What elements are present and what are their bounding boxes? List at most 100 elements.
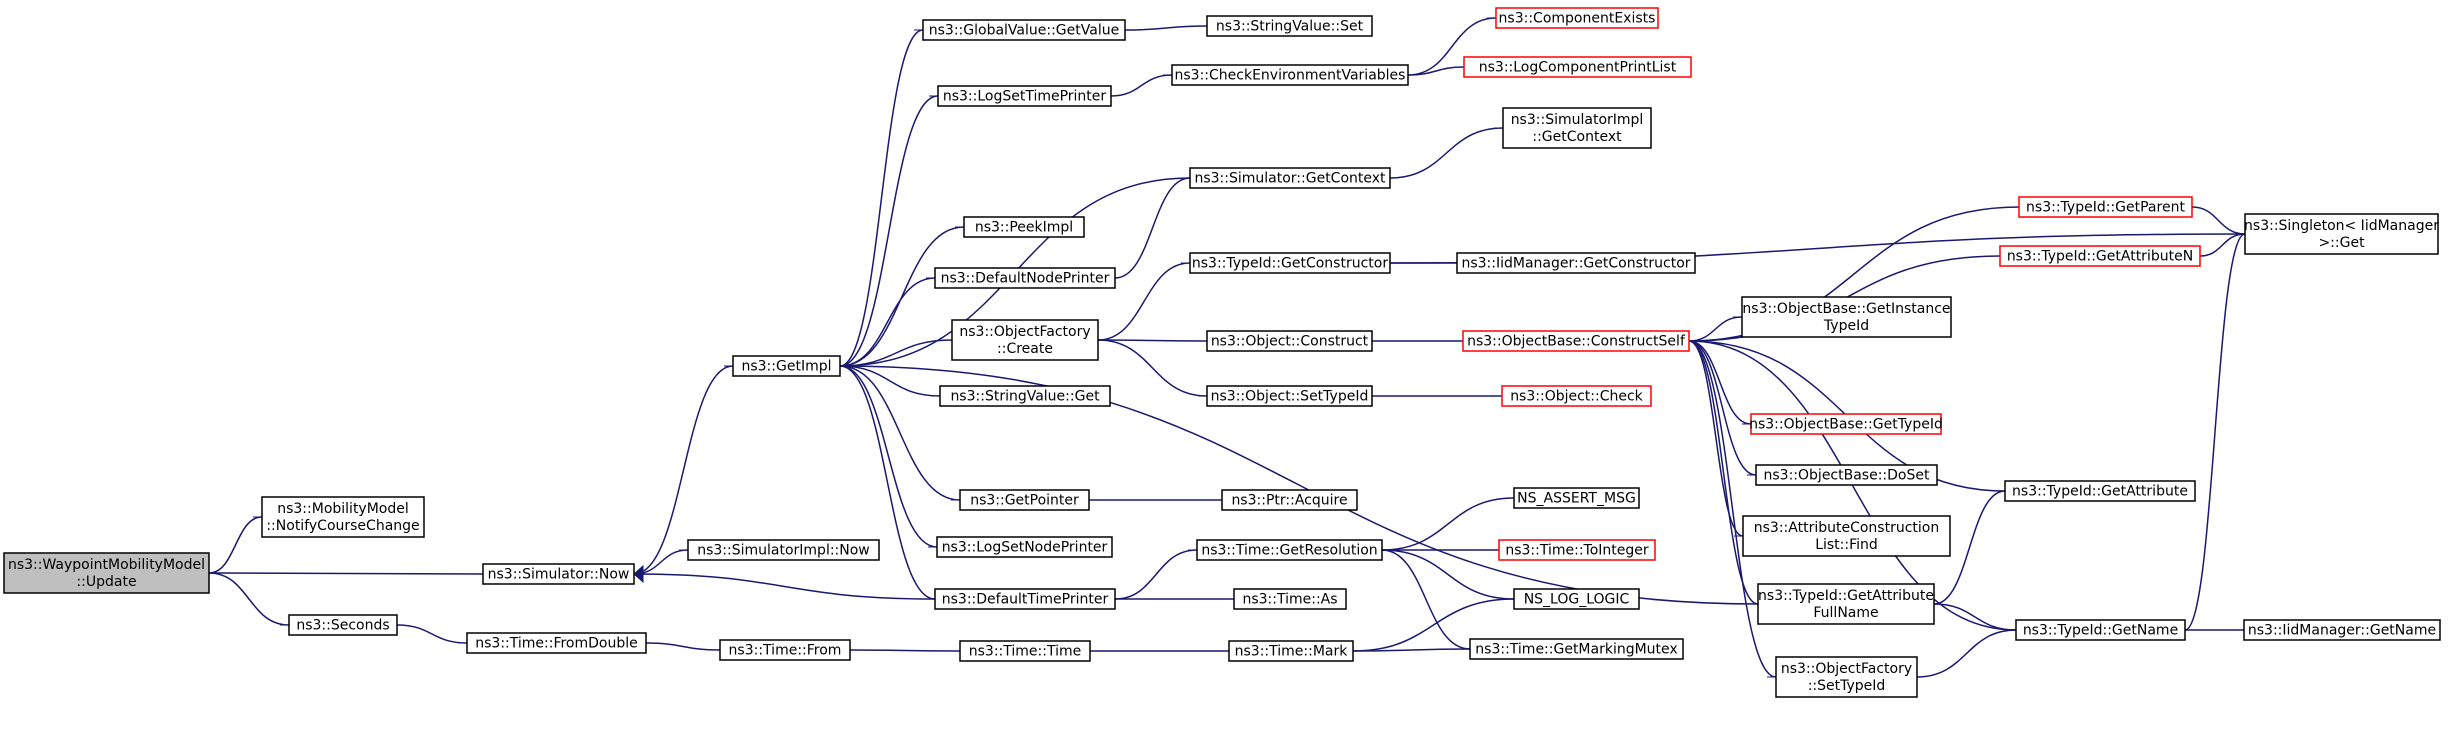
edge-gv_getvalue-to-stringvalue_set — [1124, 25, 1208, 31]
edge-sim_getcontext-to-simimpl_getcontext — [1389, 127, 1504, 179]
edge-arrowhead — [633, 564, 644, 584]
node-label: ns3::Time::GetResolution — [1201, 543, 1377, 559]
node-box — [2244, 213, 2439, 255]
node-seconds[interactable]: ns3::Seconds — [288, 614, 398, 636]
node-box — [959, 640, 1091, 662]
edge-objfactory_create-to-object_settypeid — [1097, 339, 1208, 397]
node-object-check[interactable]: ns3::Object::Check — [1501, 385, 1652, 407]
edge-wmm_update-to-seconds — [208, 572, 290, 626]
node-label: ns3::GlobalValue::GetValue — [929, 23, 1119, 39]
node-iidmanager-getname[interactable]: ns3::IidManager::GetName — [2243, 619, 2441, 641]
node-box — [1228, 640, 1354, 662]
node-label: TypeId — [1823, 318, 1869, 334]
node-time-from[interactable]: ns3::Time::From — [719, 639, 851, 661]
node-label: ns3::Time::From — [729, 643, 842, 659]
node-objectfactory-settypeid[interactable]: ns3::ObjectFactory::SetTypeId — [1775, 656, 1918, 698]
node-box — [1463, 56, 1692, 78]
node-stringvalue-get[interactable]: ns3::StringValue::Get — [939, 385, 1111, 407]
node-ptr-acquire[interactable]: ns3::Ptr::Acquire — [1221, 489, 1358, 511]
node-label: ns3::Time::FromDouble — [475, 636, 638, 652]
node-defaulttimeprinter[interactable]: ns3::DefaultTimePrinter — [934, 588, 1116, 610]
node-waypointmobilitymodel-update[interactable]: ns3::WaypointMobilityModel::Update — [3, 552, 210, 594]
node-logsetnodeprinter[interactable]: ns3::LogSetNodePrinter — [936, 536, 1113, 558]
node-label: ns3::ObjectBase::ConstructSelf — [1467, 334, 1686, 350]
node-simulatorimpl-getcontext[interactable]: ns3::SimulatorImpl::GetContext — [1502, 107, 1652, 149]
node-label: ns3::DefaultNodePrinter — [941, 271, 1110, 287]
node-simulatorimpl-now[interactable]: ns3::SimulatorImpl::Now — [687, 539, 880, 561]
node-objectbase-doset[interactable]: ns3::ObjectBase::DoSet — [1755, 464, 1938, 486]
node-box — [934, 588, 1116, 610]
node-label: ns3::ComponentExists — [1499, 11, 1656, 27]
edge-objectbase_constructself-to-objfactory_settypeid — [1688, 340, 1777, 678]
node-simulator-now[interactable]: ns3::Simulator::Now — [482, 563, 635, 585]
node-peekimpl[interactable]: ns3::PeekImpl — [963, 216, 1085, 238]
node-ns-log-logic[interactable]: NS_LOG_LOGIC — [1513, 588, 1640, 610]
node-box — [2018, 196, 2193, 218]
node-time-mark[interactable]: ns3::Time::Mark — [1228, 640, 1354, 662]
node-time-getresolution[interactable]: ns3::Time::GetResolution — [1196, 539, 1383, 561]
node-mobilitymodel-notifycoursechange[interactable]: ns3::MobilityModel::NotifyCourseChange — [261, 496, 425, 538]
node-label: ns3::AttributeConstruction — [1754, 520, 1939, 536]
node-label: ns3::Seconds — [296, 618, 389, 634]
node-checkenvironmentvariables[interactable]: ns3::CheckEnvironmentVariables — [1171, 64, 1409, 86]
node-time-time[interactable]: ns3::Time::Time — [959, 640, 1091, 662]
node-logsettimeprinter[interactable]: ns3::LogSetTimePrinter — [937, 85, 1112, 107]
node-label: ns3::StringValue::Set — [1216, 19, 1364, 35]
node-iidmanager-getconstructor[interactable]: ns3::IidManager::GetConstructor — [1456, 252, 1696, 274]
node-box — [288, 614, 398, 636]
node-box — [1498, 539, 1656, 561]
node-objectfactory-create[interactable]: ns3::ObjectFactory::Create — [951, 319, 1099, 361]
node-box — [1755, 464, 1938, 486]
edge-typeid_getattributefullname-to-typeid_getname — [1933, 603, 2017, 631]
node-label: ns3::PeekImpl — [975, 220, 1073, 236]
node-box — [1469, 638, 1684, 660]
node-componentexists[interactable]: ns3::ComponentExists — [1495, 7, 1659, 29]
node-label: ns3::SimulatorImpl — [1511, 112, 1644, 128]
node-defaultnodeprinter[interactable]: ns3::DefaultNodePrinter — [934, 267, 1116, 289]
node-box — [1750, 413, 1942, 435]
node-label: ns3::Time::As — [1242, 592, 1337, 608]
node-stringvalue-set[interactable]: ns3::StringValue::Set — [1206, 15, 1373, 37]
node-label: ns3::Time::Mark — [1235, 644, 1349, 660]
node-typeid-getparent[interactable]: ns3::TypeId::GetParent — [2018, 196, 2193, 218]
node-getpointer[interactable]: ns3::GetPointer — [959, 489, 1090, 511]
edge-getimpl-to-objfactory_create — [839, 339, 953, 367]
node-time-getmarkingmutex[interactable]: ns3::Time::GetMarkingMutex — [1469, 638, 1684, 660]
node-simulator-getcontext[interactable]: ns3::Simulator::GetContext — [1189, 167, 1391, 189]
node-time-tointeger[interactable]: ns3::Time::ToInteger — [1498, 539, 1656, 561]
node-logcomponentprintlist[interactable]: ns3::LogComponentPrintList — [1463, 56, 1692, 78]
node-typeid-getconstructor[interactable]: ns3::TypeId::GetConstructor — [1189, 252, 1391, 274]
edge-typeid_getattributen-to-singleton_get — [2199, 233, 2246, 257]
node-box — [466, 632, 647, 654]
edge-getimpl-to-stringvalue_get — [839, 365, 941, 397]
node-box — [1206, 330, 1373, 352]
node-time-fromdouble[interactable]: ns3::Time::FromDouble — [466, 632, 647, 654]
edge-typeid_getattributefullname-to-typeid_getattribute — [1933, 490, 2006, 605]
node-objectbase-constructself[interactable]: ns3::ObjectBase::ConstructSelf — [1462, 330, 1690, 352]
node-label: ns3::StringValue::Get — [950, 389, 1100, 405]
node-label: ns3::TypeId::GetParent — [2026, 200, 2185, 216]
edge-time_getresolution-to-ns_log_logic — [1381, 549, 1515, 600]
node-getimpl[interactable]: ns3::GetImpl — [732, 355, 841, 377]
node-time-as[interactable]: ns3::Time::As — [1233, 588, 1347, 610]
node-box — [1189, 167, 1391, 189]
node-object-construct[interactable]: ns3::Object::Construct — [1206, 330, 1373, 352]
node-label: ns3::LogSetNodePrinter — [942, 540, 1108, 556]
node-label: ns3::Time::GetMarkingMutex — [1475, 642, 1677, 658]
node-objectbase-gettypeid[interactable]: ns3::ObjectBase::GetTypeId — [1749, 413, 1943, 435]
node-box — [1495, 7, 1659, 29]
node-globalvalue-getvalue[interactable]: ns3::GlobalValue::GetValue — [922, 19, 1126, 41]
node-typeid-getattribute[interactable]: ns3::TypeId::GetAttribute — [2004, 480, 2196, 502]
node-label: ::Create — [997, 341, 1053, 357]
node-typeid-getattributen[interactable]: ns3::TypeId::GetAttributeN — [1999, 245, 2201, 267]
node-ns-assert-msg[interactable]: NS_ASSERT_MSG — [1513, 487, 1640, 509]
node-object-settypeid[interactable]: ns3::Object::SetTypeId — [1206, 385, 1373, 407]
node-typeid-getname[interactable]: ns3::TypeId::GetName — [2015, 619, 2186, 641]
edge-sim_now-to-getimpl — [633, 365, 734, 575]
node-singleton-iidmanager-get[interactable]: ns3::Singleton< IidManager >::Get — [2244, 213, 2439, 255]
edge-getimpl-to-defaultnodeprinter — [839, 277, 936, 367]
edge-wmm_update-to-sim_now — [208, 572, 484, 575]
